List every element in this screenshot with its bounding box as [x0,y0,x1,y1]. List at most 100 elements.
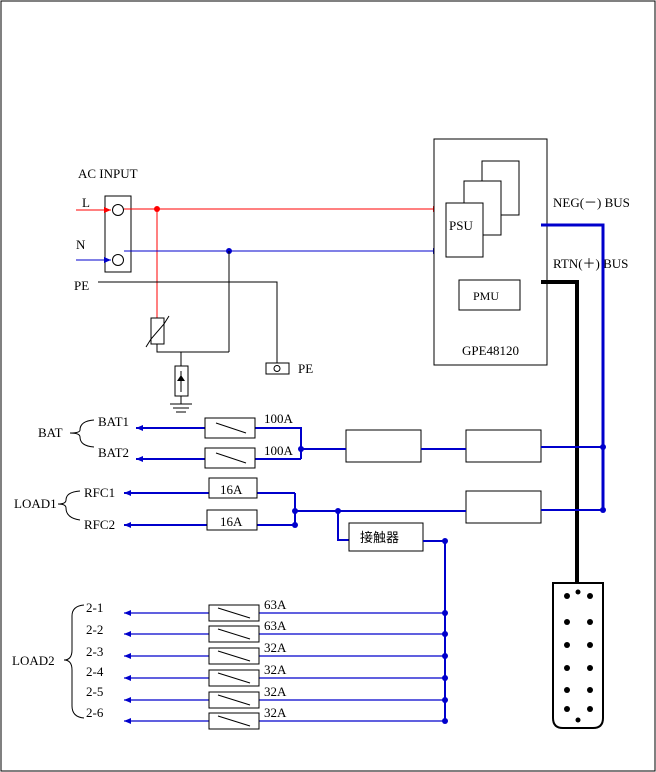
load2-breaker-switch [217,628,251,640]
load2-branch-rating: 32A [264,705,287,720]
load2-branch-name: 2-6 [86,705,104,720]
rfc1-label: RFC1 [84,485,115,500]
load2-bus-dot [442,718,448,724]
bat2-label: BAT2 [98,445,129,460]
load2-bus-dot [442,631,448,637]
ac-input-title: AC INPUT [78,166,138,181]
load-fuse-box [465,490,542,524]
load2-branch: 2-5 32A [86,684,448,709]
load2-branch-name: 2-4 [86,664,104,679]
rfc1-fuse [208,477,258,499]
bat-branch: BAT2 100A [98,443,301,469]
connector-pin [575,589,581,595]
rfc2-rating: 16A [220,514,243,529]
load2-bus-dot [442,653,448,659]
signal-connector [552,582,604,729]
connector-pin [587,619,593,625]
load2-branch-name: 2-5 [86,684,103,699]
load2-breaker-switch [217,607,251,619]
connector-pin [564,665,570,671]
neg-bus-label: NEG(－) BUS [553,195,630,210]
connector-pin [575,717,581,723]
rfc2-junction-dot [292,522,298,528]
load2-branch-list: 2-1 63A 2-2 63A 2-3 32A 2-4 32A 2-5 32A 2-6 32A [86,597,448,730]
pmu-module [458,279,521,311]
bat-common-dot [298,446,304,452]
earth-wire [98,281,278,363]
rtn-bus-label: RTN(＋) BUS [553,256,628,271]
battery-bus-junction [600,444,606,450]
earth-terminal-label: PE [298,361,313,376]
battery-fuse-box [465,429,542,463]
connector-pin [564,642,570,648]
connector-pin [587,642,593,648]
bat1-rating: 100A [264,411,294,426]
connector-pin [587,706,593,712]
rfc2-label: RFC2 [84,517,115,532]
bat-group-label: BAT [38,425,63,440]
rfc2-fuse [206,509,258,531]
contactor-input-wire [337,511,349,541]
bat-branch: BAT1 100A [98,411,294,439]
connector-pin [587,593,593,599]
line-label: L [82,195,90,210]
load1-group-label: LOAD1 [14,496,57,511]
load2-branch-rating: 32A [264,640,287,655]
load2-branch: 2-3 32A [86,640,448,665]
rtn-bus-bar [541,280,579,583]
pmu-label: PMU [473,289,499,303]
load1-branch: RFC1 16A [84,477,295,500]
load2-branch-rating: 32A [264,684,287,699]
contactor-label: 接触器 [360,530,399,545]
load2-branch-name: 2-2 [86,622,103,637]
load2-bus-dot [442,697,448,703]
neg-bus-bar [541,223,605,510]
load2-bus-dot [442,610,448,616]
earth-label: PE [74,278,89,293]
bat1-breaker-switch [215,422,247,434]
ground-icon [170,396,192,413]
rectifier-model-label: GPE48120 [462,343,519,358]
varistor-symbol [145,315,170,348]
load2-branch-rating: 32A [264,662,287,677]
load2-branch-name: 2-1 [86,600,103,615]
neutral-label: N [76,237,86,252]
contactor-box [348,522,424,552]
load2-branch: 2-4 32A [86,662,448,687]
load2-group-brace [63,604,85,719]
load2-branch-rating: 63A [264,597,287,612]
bat1-label: BAT1 [98,414,129,429]
load2-breaker-switch [217,650,251,662]
psu-label: PSU [449,218,473,233]
connector-pin [564,619,570,625]
connector-pin [564,593,570,599]
load2-breaker-switch [217,715,251,727]
load2-branch-rating: 63A [264,618,287,633]
connector-pin [587,665,593,671]
psu-module-stack [445,160,520,258]
connector-pin [587,687,593,693]
load-bus-junction [600,507,606,513]
ac-terminal-block [104,195,132,273]
rfc1-rating: 16A [220,482,243,497]
connector-pin [564,687,570,693]
bat-common-wire [294,427,302,459]
bat-group-brace [69,419,95,448]
load2-branch-name: 2-3 [86,644,103,659]
load2-bus-dot [442,675,448,681]
load2-branch: 2-2 63A [86,618,448,643]
connector-pin [564,706,570,712]
load2-breaker-switch [217,694,251,706]
load2-branch: 2-6 32A [86,705,448,730]
gas-discharge-tube [174,365,189,397]
bat2-breaker-switch [215,452,247,464]
earth-terminal-screw [273,365,281,372]
bat2-rating: 100A [264,443,294,458]
surge-common-wire [156,344,229,353]
load2-breaker-switch [217,672,251,684]
load1-common-dot [292,508,298,514]
load2-branch: 2-1 63A [86,597,448,622]
